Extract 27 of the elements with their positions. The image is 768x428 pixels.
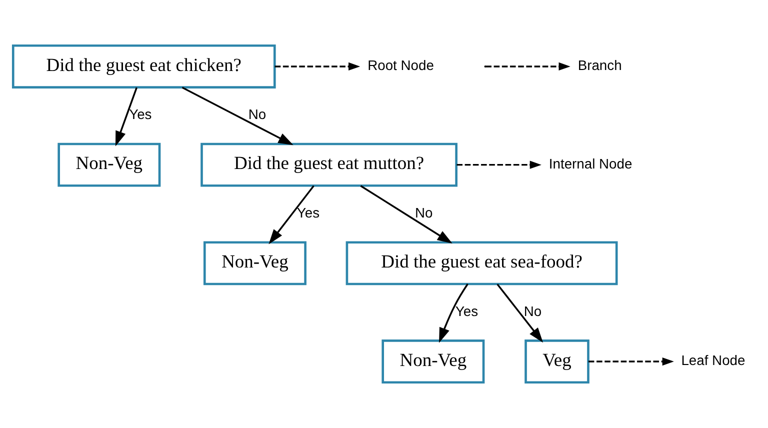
edge-label: Yes	[129, 106, 152, 122]
arrow	[182, 86, 294, 146]
node-box: Non-Veg	[382, 340, 485, 384]
node-text: Leaf Node	[681, 352, 746, 368]
arrow	[486, 62, 570, 71]
edge-label: No	[248, 106, 266, 122]
arrow	[274, 62, 360, 71]
arrow	[439, 284, 468, 343]
node-text: Branch	[578, 57, 622, 74]
edge-label: No	[415, 204, 433, 221]
node-box: Non-Veg	[58, 142, 161, 187]
arrow	[588, 357, 674, 366]
arrow	[360, 185, 452, 244]
edge-label: Yes	[455, 302, 478, 319]
node-text: Root Node	[368, 57, 434, 74]
node-box: Non-Veg	[203, 241, 306, 286]
arrow	[456, 160, 542, 169]
arrow	[268, 185, 314, 244]
edge-label: Yes	[296, 204, 320, 221]
arrow	[115, 87, 138, 146]
edge-label: No	[524, 302, 542, 319]
node-box: Veg	[524, 340, 590, 384]
node-box: Did the guest eat sea-food?	[346, 241, 618, 286]
node-text: Internal Node	[548, 155, 632, 172]
node-box: Did the guest eat mutton?	[200, 142, 458, 187]
arrow	[496, 284, 544, 343]
node-box: Did the guest eat chicken?	[12, 44, 276, 88]
